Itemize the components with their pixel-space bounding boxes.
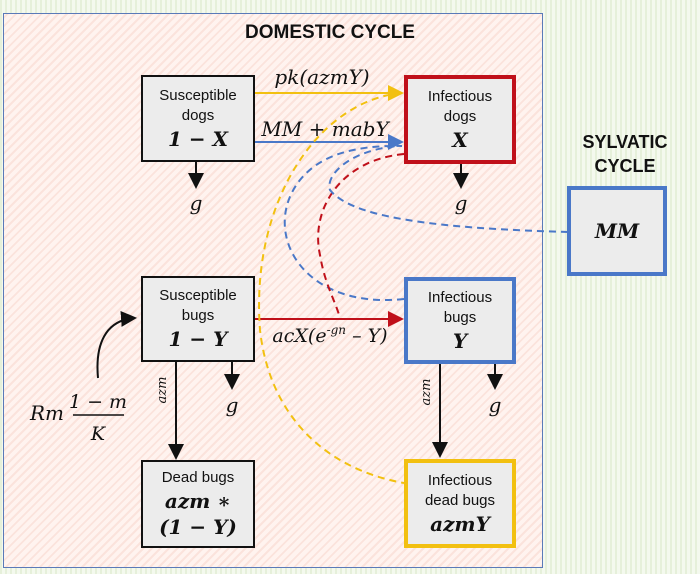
infectious-dead-bugs-box: Infectious dead bugs azmY — [404, 459, 516, 548]
label-pk: pk(azmY) — [274, 65, 369, 89]
dead-bugs-math-1: azm ∗ — [164, 489, 232, 513]
label-mm: MM + mabY — [260, 117, 390, 141]
infectious-dead-bugs-label-1: Infectious — [427, 471, 493, 489]
dead-bugs-label: Dead bugs — [161, 469, 235, 486]
sylvatic-title-line-2: CYCLE — [594, 156, 656, 176]
susceptible-dogs-math: 1 − X — [167, 126, 229, 151]
label-frac-num: 1 − m — [69, 391, 127, 413]
domestic-cycle-title: DOMESTIC CYCLE — [245, 22, 415, 43]
sylvatic-mm-box: MM — [567, 186, 667, 276]
susceptible-bugs-box: Susceptible bugs 1 − Y — [141, 276, 255, 362]
susceptible-dogs-label-2: dogs — [181, 106, 215, 124]
susceptible-dogs-label-1: Susceptible — [159, 86, 237, 104]
label-g-infdogs: g — [455, 191, 468, 215]
dashed-yellow-curve — [258, 92, 405, 484]
label-azm-bugs: azm — [155, 377, 170, 404]
infectious-dead-bugs-math: azmY — [430, 511, 490, 536]
label-acx-exp: -gn — [327, 323, 346, 337]
arrow-recruitment — [96, 310, 137, 379]
label-g-bugs: g — [226, 393, 239, 417]
susceptible-bugs-math: 1 − Y — [168, 327, 228, 351]
infectious-bugs-label-1: Infectious — [427, 288, 493, 306]
sylvatic-title-line-1: SYLVATIC — [582, 132, 668, 152]
dead-bugs-box: Dead bugs azm ∗ (1 − Y) — [141, 460, 255, 548]
label-rm: Rm — [29, 401, 64, 425]
infectious-dogs-box: Infectious dogs X — [404, 75, 516, 164]
infectious-dogs-label-2: dogs — [443, 107, 477, 125]
susceptible-dogs-box: Susceptible dogs 1 − X — [141, 75, 255, 162]
dead-bugs-math-2: (1 − Y) — [159, 515, 237, 539]
infectious-bugs-label-2: bugs — [443, 308, 477, 326]
susceptible-bugs-label-1: Susceptible — [159, 287, 237, 304]
label-acx: acX(e-gn – Y) — [272, 323, 387, 347]
label-acx-suffix: – Y) — [346, 325, 388, 347]
dashed-blue-infbugs-curve — [283, 144, 405, 302]
infectious-bugs-box: Infectious bugs Y — [404, 277, 516, 364]
label-g-dogs: g — [190, 191, 203, 215]
dashed-red-curve — [317, 153, 405, 319]
sylvatic-cycle-title: SYLVATIC CYCLE — [560, 130, 690, 178]
label-azm-infbugs: azm — [419, 379, 434, 406]
infectious-dogs-label-1: Infectious — [427, 87, 493, 105]
infectious-dogs-math: X — [452, 127, 468, 152]
sylvatic-mm-math: MM — [594, 219, 640, 243]
label-acx-prefix: acX(e — [272, 325, 326, 347]
infectious-bugs-math: Y — [452, 328, 468, 353]
susceptible-bugs-label-2: bugs — [181, 307, 215, 324]
dashed-blue-sylvatic-curve — [328, 145, 569, 233]
label-g-infbugs: g — [489, 393, 502, 417]
infectious-dead-bugs-label-2: dead bugs — [424, 491, 496, 509]
label-frac-den: K — [90, 423, 107, 445]
